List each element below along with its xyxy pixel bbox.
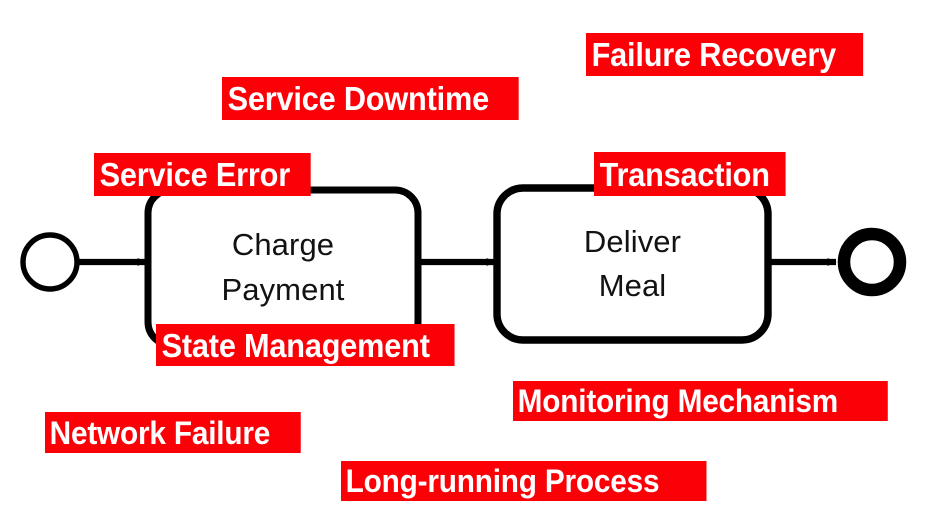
annotation-network-failure: Network Failure xyxy=(45,412,301,453)
annotation-service-error: Service Error xyxy=(94,153,311,196)
annotation-long-running-process: Long-running Process xyxy=(341,461,707,501)
annotation-service-downtime: Service Downtime xyxy=(222,77,519,120)
annotation-failure-recovery: Failure Recovery xyxy=(586,33,864,76)
annotation-monitoring-mechanism: Monitoring Mechanism xyxy=(513,381,888,421)
end-event-circle xyxy=(837,227,907,297)
annotation-transaction: Transaction xyxy=(594,152,786,196)
start-event-circle xyxy=(20,232,80,292)
task-box-charge-payment xyxy=(144,186,422,349)
annotation-state-management: State Management xyxy=(156,324,455,366)
task-box-deliver-meal xyxy=(493,184,772,344)
